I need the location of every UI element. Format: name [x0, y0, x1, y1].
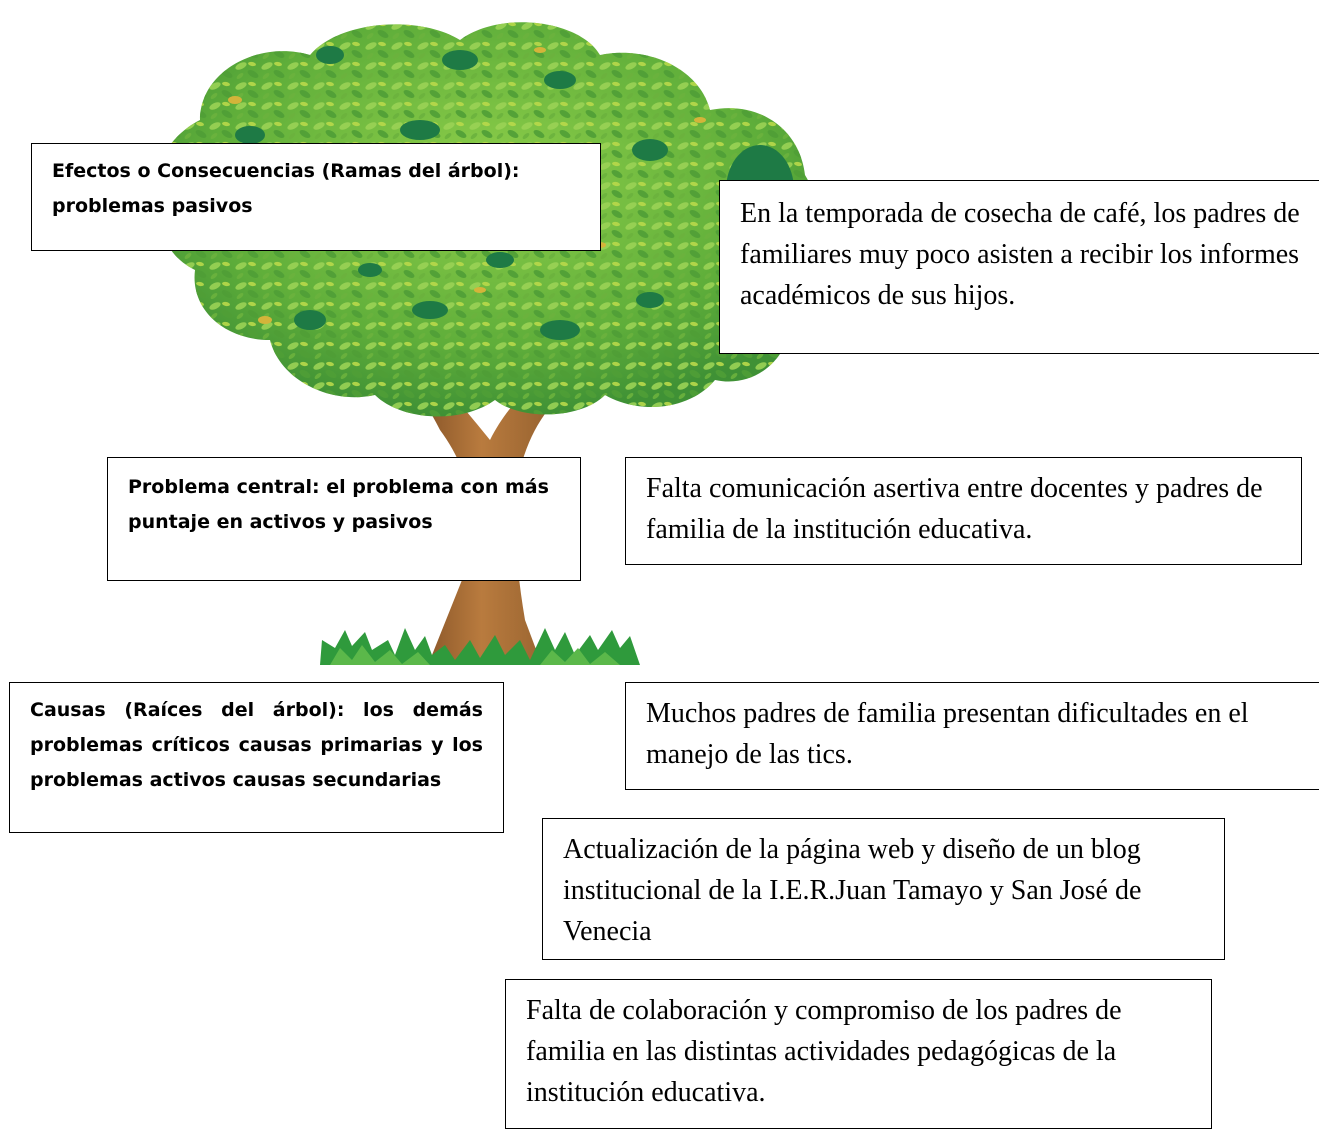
- cause-text-2: Actualización de la página web y diseño …: [563, 834, 1142, 947]
- grass: [320, 628, 640, 665]
- cause-text-3: Falta de colaboración y compromiso de lo…: [526, 995, 1122, 1108]
- cause-text-1: Muchos padres de familia presentan dific…: [646, 698, 1249, 770]
- central-problem-label: Problema central: el problema con más pu…: [128, 476, 549, 533]
- cause-text-box-3: Falta de colaboración y compromiso de lo…: [505, 979, 1212, 1129]
- central-problem-text: Falta comunicación asertiva entre docent…: [646, 473, 1263, 545]
- effects-label: Efectos o Consecuencias (Ramas del árbol…: [52, 160, 520, 217]
- central-problem-label-box: Problema central: el problema con más pu…: [107, 457, 581, 581]
- effects-label-box: Efectos o Consecuencias (Ramas del árbol…: [31, 143, 601, 251]
- effect-text-box: En la temporada de cosecha de café, los …: [719, 180, 1319, 354]
- central-problem-text-box: Falta comunicación asertiva entre docent…: [625, 457, 1302, 565]
- effect-text: En la temporada de cosecha de café, los …: [740, 198, 1300, 311]
- causes-label-box: Causas (Raíces del árbol): los demás pro…: [9, 682, 504, 833]
- cause-text-box-1: Muchos padres de familia presentan dific…: [625, 682, 1319, 790]
- cause-text-box-2: Actualización de la página web y diseño …: [542, 818, 1225, 960]
- causes-label: Causas (Raíces del árbol): los demás pro…: [30, 699, 483, 791]
